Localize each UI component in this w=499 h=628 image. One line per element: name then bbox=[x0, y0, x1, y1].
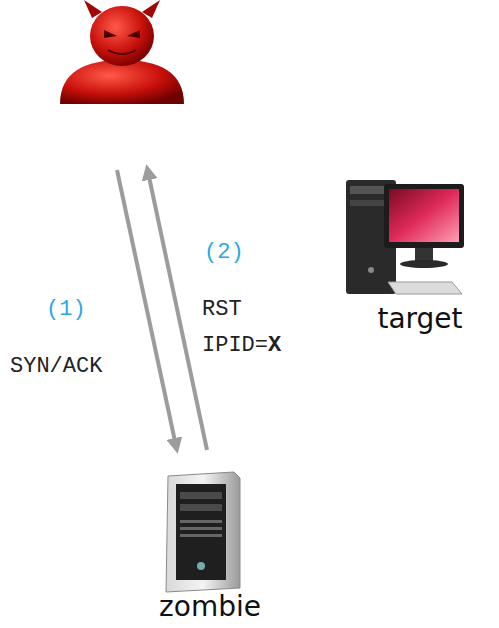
node-label: zombie bbox=[157, 590, 263, 623]
callout-number: (2) bbox=[204, 241, 244, 265]
callout-number: (1) bbox=[46, 298, 86, 322]
computer-label-node: zombie bbox=[157, 590, 263, 623]
field-value: X bbox=[268, 334, 281, 358]
computer-icon bbox=[346, 180, 464, 294]
attacker-icon bbox=[60, 0, 184, 104]
computer-icon bbox=[166, 472, 240, 592]
field-label: IPID= bbox=[202, 334, 268, 358]
arrow bbox=[117, 170, 176, 446]
computer-label-node: target bbox=[375, 302, 465, 335]
packet-label: RST bbox=[202, 298, 242, 322]
node-label: target bbox=[375, 302, 465, 335]
arrow bbox=[148, 172, 207, 450]
packet-label: SYN/ACK bbox=[10, 355, 102, 379]
